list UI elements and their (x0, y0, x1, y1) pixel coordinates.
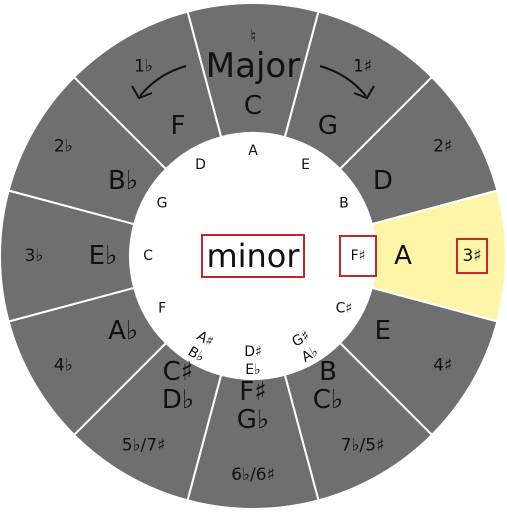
major-key-d: D (373, 166, 393, 196)
labels-layer: ♮CA1♯GE2♯DB3♯AF♯4♯EC♯7♭/5♯BC♭G♯A♭6♭/6♯F♯… (25, 27, 488, 485)
major-key-e-flat: E♭ (89, 241, 118, 271)
counterclockwise-arrowhead (131, 85, 153, 100)
minor-key-c: C (143, 248, 153, 264)
major-key-a-flat: A♭ (108, 316, 138, 346)
minor-key-f-sharp: F♯ (351, 248, 366, 264)
minor-key-e-flat: E♭ (245, 362, 260, 378)
minor-highlight-box (339, 235, 377, 277)
minor-key-a: A (248, 143, 258, 159)
accidental-label-f-sharp: 6♭/6♯ (231, 465, 275, 485)
clockwise-arrow (319, 65, 367, 97)
accidental-label-a: 3♯ (462, 246, 481, 266)
minor-key-a-sharp: A♯ (194, 328, 216, 350)
accidental-label-e: 4♯ (433, 356, 452, 376)
major-key-b-flat: B♭ (108, 166, 138, 196)
minor-key-b: B (339, 196, 349, 212)
accidental-label-f: 1♭ (134, 56, 153, 76)
minor-key-d: D (195, 157, 206, 173)
major-key-a: A (394, 241, 412, 271)
minor-key-f: F (158, 301, 166, 317)
clockwise-arrowhead (353, 85, 375, 100)
accidental-label-d: 2♯ (433, 137, 452, 157)
inner-disc (130, 133, 376, 379)
minor-key-b-flat: B♭ (185, 344, 207, 366)
minor-label-box (201, 234, 305, 278)
major-key-f-sharp: F♯ (239, 377, 267, 407)
accidental-label-c-sharp: 5♭/7♯ (122, 436, 166, 456)
minor-key-g: G (157, 196, 168, 212)
minor-key-c-sharp: C♯ (336, 301, 353, 317)
major-key-c: C (244, 91, 262, 121)
accidental-label-g: 1♯ (353, 56, 372, 76)
accidental-label-c: ♮ (250, 27, 256, 47)
minor-key-d-sharp: D♯ (244, 344, 262, 360)
minor-key-g-sharp: G♯ (289, 328, 312, 351)
accidental-label-eb: 3♭ (25, 246, 44, 266)
accidental-label-bb: 2♭ (54, 137, 73, 157)
minor-key-e: E (301, 157, 310, 173)
major-key-g-flat: G♭ (237, 405, 269, 435)
major-key-c-flat: C♭ (313, 385, 343, 415)
accidental-highlight-box (456, 238, 488, 274)
major-key-g: G (318, 111, 338, 141)
major-key-b: B (319, 357, 337, 387)
major-key-f: F (171, 111, 186, 141)
major-label: Major (206, 46, 300, 86)
accidental-label-b: 7♭/5♯ (341, 436, 385, 456)
major-key-d-flat: D♭ (162, 385, 194, 415)
center-label: minor (206, 237, 300, 275)
minor-key-a-flat: A♭ (299, 344, 321, 366)
counterclockwise-arrow (139, 65, 187, 97)
major-key-c-sharp: C♯ (163, 357, 194, 387)
accidental-label-ab: 4♭ (54, 356, 73, 376)
major-key-e: E (375, 316, 391, 346)
